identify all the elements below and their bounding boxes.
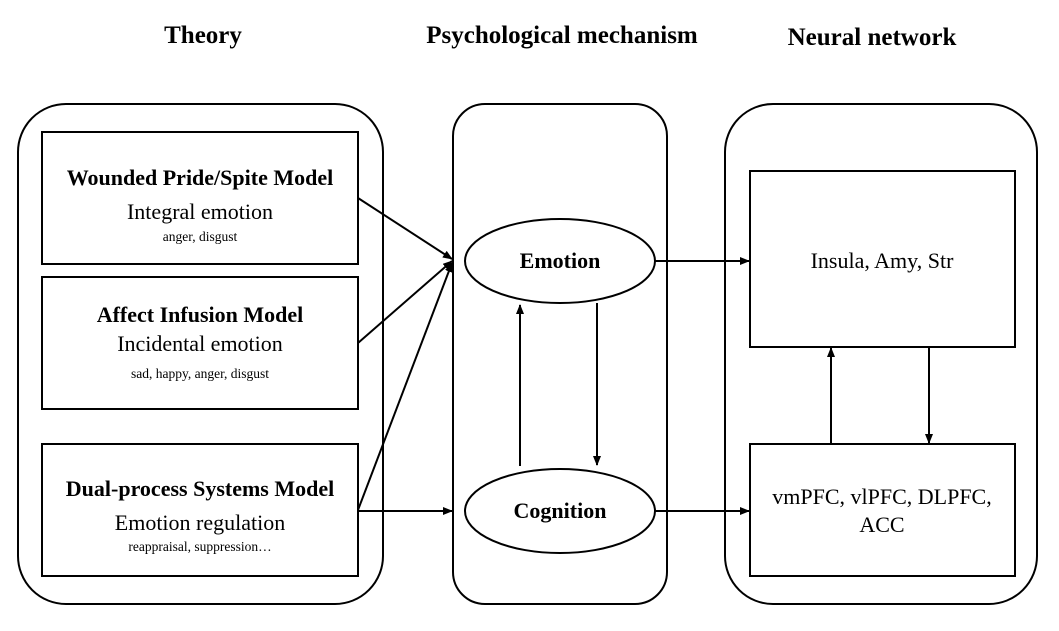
cognition-label: Cognition xyxy=(514,498,607,523)
emotion-network-regions: Insula, Amy, Str xyxy=(811,248,954,273)
cognition-network-regions-line1: vmPFC, vlPFC, DLPFC, xyxy=(772,484,991,509)
wounded-pride-title: Wounded Pride/Spite Model xyxy=(67,165,333,190)
wounded-pride-box: Wounded Pride/Spite Model Integral emoti… xyxy=(41,131,359,265)
dual-process-box: Dual-process Systems Model Emotion regul… xyxy=(41,443,359,577)
affect-infusion-subtitle: Incidental emotion xyxy=(117,331,283,356)
emotion-label: Emotion xyxy=(520,248,601,273)
header-network: Neural network xyxy=(788,24,957,51)
arrow-wounded-to-emotion xyxy=(357,197,453,260)
affect-infusion-box: Affect Infusion Model Incidental emotion… xyxy=(41,276,359,410)
wounded-pride-subtitle: Integral emotion xyxy=(127,199,273,224)
theory-container xyxy=(17,103,384,605)
dual-process-title: Dual-process Systems Model xyxy=(66,476,334,501)
network-container xyxy=(724,103,1038,605)
mechanism-container xyxy=(452,103,668,605)
wounded-pride-examples: anger, disgust xyxy=(163,229,238,244)
affect-infusion-title: Affect Infusion Model xyxy=(97,302,304,327)
emotion-node: Emotion xyxy=(464,218,656,304)
dual-process-subtitle: Emotion regulation xyxy=(115,510,285,535)
cognition-node: Cognition xyxy=(464,468,656,554)
arrow-affect-to-emotion xyxy=(357,260,453,344)
cognition-network-box: vmPFC, vlPFC, DLPFC, ACC xyxy=(749,443,1016,577)
dual-process-examples: reappraisal, suppression… xyxy=(128,539,271,554)
cognition-network-regions-line2: ACC xyxy=(859,512,904,537)
header-mechanism: Psychological mechanism xyxy=(426,22,698,49)
header-theory: Theory xyxy=(164,22,242,49)
emotion-network-box: Insula, Amy, Str xyxy=(749,170,1016,348)
arrow-dual-to-emotion xyxy=(357,262,453,511)
affect-infusion-examples: sad, happy, anger, disgust xyxy=(131,366,269,381)
